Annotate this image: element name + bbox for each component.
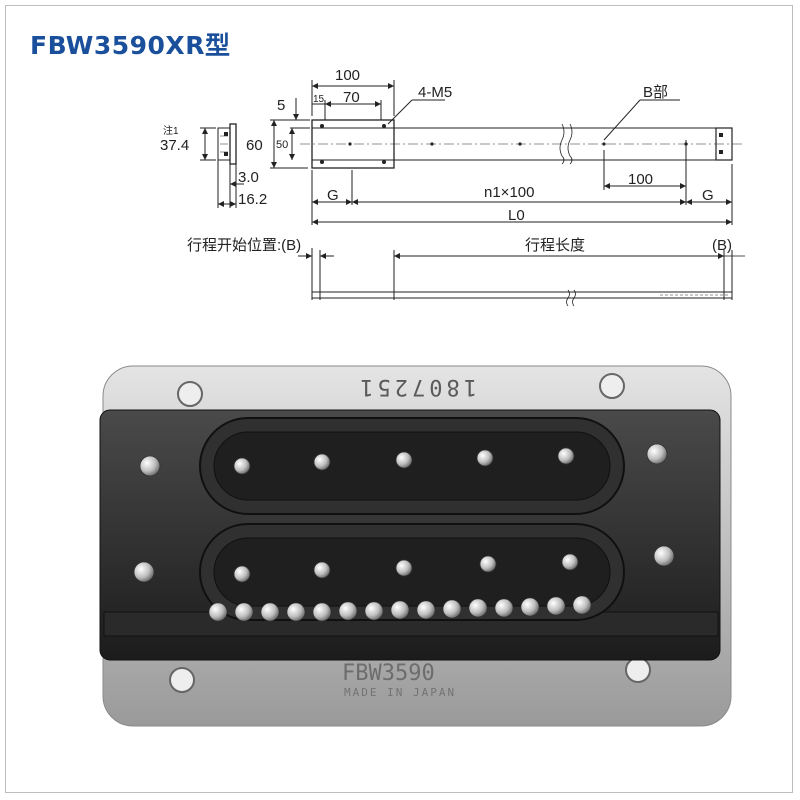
- mount-hole-icon: [177, 381, 203, 407]
- stroke-start-label: 行程开始位置:(B): [187, 237, 301, 254]
- dim-100-right: 100: [628, 171, 653, 188]
- dim-15: 15: [313, 94, 325, 105]
- product-title: FBW3590XR型: [30, 31, 231, 60]
- callout-b-part: B部: [643, 84, 668, 101]
- model-stamp: FBW3590: [342, 661, 435, 686]
- dim-60: 60: [246, 137, 263, 154]
- image-frame: [5, 5, 793, 793]
- dim-37-4: 37.4: [160, 137, 189, 154]
- dim-16-2: 16.2: [238, 191, 267, 208]
- dim-50: 50: [276, 139, 288, 151]
- stroke-end-label: (B): [712, 237, 732, 254]
- product-photo: 1807251 FBW3590 MADE IN JAP: [99, 365, 732, 727]
- callout-4-m5: 4-M5: [418, 84, 452, 101]
- origin-stamp: MADE IN JAPAN: [344, 686, 456, 699]
- stroke-length-label: 行程长度: [525, 237, 585, 254]
- mount-hole-icon: [599, 373, 625, 399]
- pitch-label: n1×100: [484, 184, 534, 201]
- note-1-label: 注1: [163, 124, 179, 137]
- dim-100-top: 100: [335, 67, 360, 84]
- mount-hole-icon: [625, 657, 651, 683]
- label-g-left: G: [327, 187, 339, 204]
- label-g-right: G: [702, 187, 714, 204]
- dim-3-0: 3.0: [238, 169, 259, 186]
- serial-number-stamp: 1807251: [356, 374, 477, 399]
- dim-5: 5: [277, 97, 285, 114]
- mount-hole-icon: [169, 667, 195, 693]
- dim-70: 70: [343, 89, 360, 106]
- length-label: L0: [508, 207, 525, 224]
